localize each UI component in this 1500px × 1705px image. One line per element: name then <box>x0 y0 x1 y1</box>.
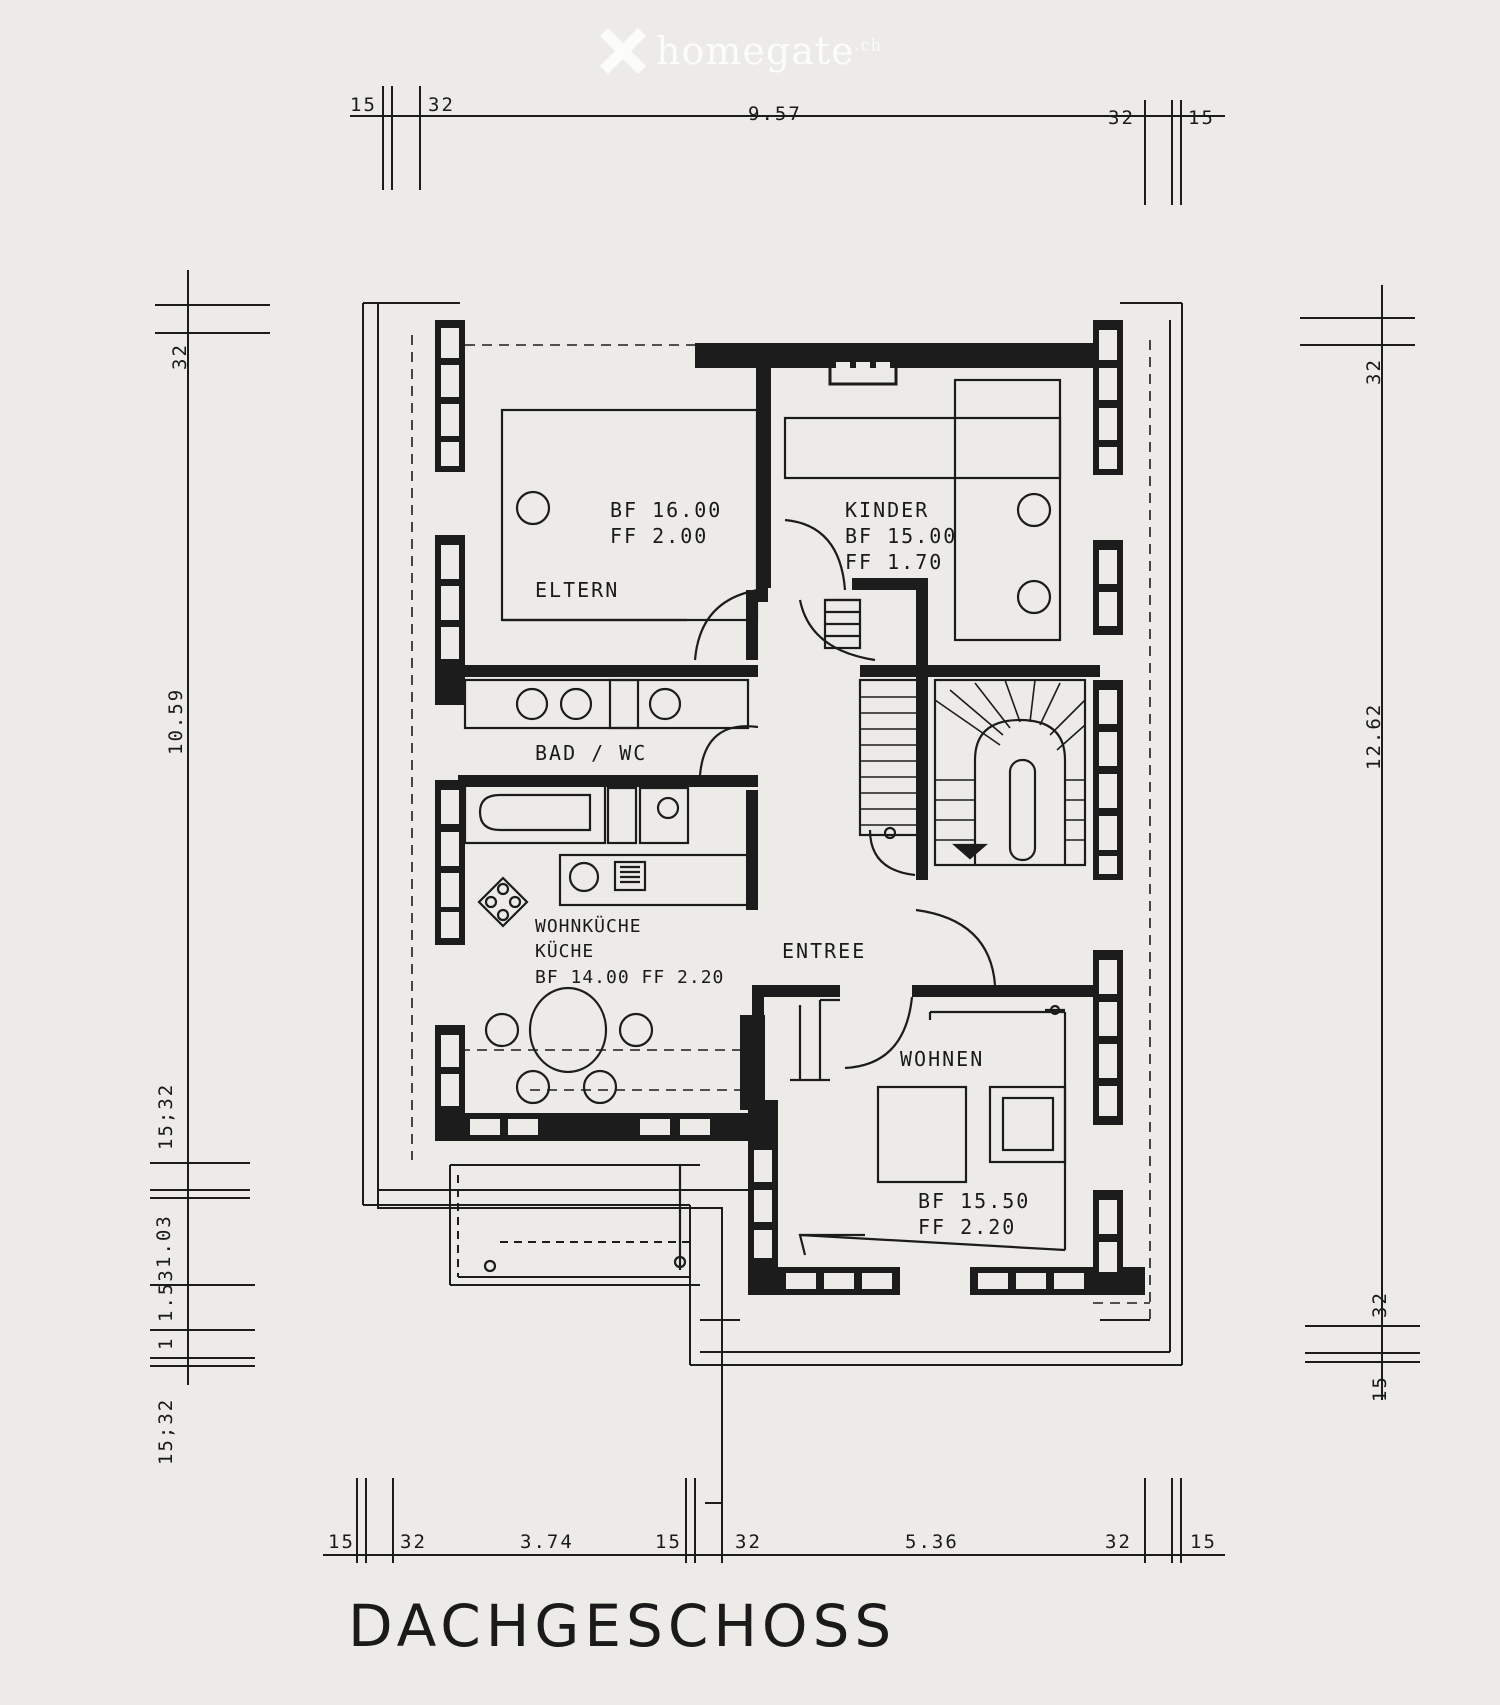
dim-bottom-0: 15 <box>328 1531 355 1553</box>
dim-left-2: 15;32 <box>155 1083 177 1150</box>
dim-bottom-2: 3.74 <box>520 1531 574 1553</box>
dim-left-1: 10.59 <box>165 688 187 755</box>
walls <box>435 320 1145 1295</box>
bottom-dimension-chain <box>323 1478 1225 1563</box>
dim-right-1: 12.62 <box>1363 703 1385 770</box>
kinder-ff: FF 1.70 <box>845 550 943 574</box>
eltern-label: ELTERN <box>535 578 619 602</box>
eltern-bf: BF 16.00 <box>610 498 722 522</box>
dim-left-0: 32 <box>169 343 191 370</box>
watermark: homegate.ch <box>600 28 882 74</box>
room-labels: BF 16.00 FF 2.00 ELTERN KINDER BF 15.00 … <box>535 498 1030 1239</box>
dim-bottom-4: 32 <box>735 1531 762 1553</box>
eltern-ff: FF 2.00 <box>610 524 708 548</box>
top-dimension-chain <box>350 86 1225 205</box>
kueche-label-2: KÜCHE <box>535 940 594 962</box>
entree-label: ENTREE <box>782 939 866 963</box>
kueche-label-1: WOHNKÜCHE <box>535 915 642 937</box>
kueche-bf-ff: BF 14.00 FF 2.20 <box>535 967 724 988</box>
right-dimension-chain <box>1300 285 1420 1400</box>
wohnen-bf: BF 15.50 <box>918 1189 1030 1213</box>
furniture <box>463 378 1087 1273</box>
dim-bottom-7: 15 <box>1190 1531 1217 1553</box>
dim-top-0: 15 <box>350 94 377 116</box>
dim-left-5: 1 <box>155 1337 177 1350</box>
bad-label: BAD / WC <box>535 741 647 765</box>
dim-right-3: 15 <box>1369 1375 1391 1402</box>
wohnen-label: WOHNEN <box>900 1047 984 1071</box>
dashed-lines <box>411 335 1151 1320</box>
dim-top-1: 32 <box>428 94 455 116</box>
roof-outline <box>362 302 1183 1504</box>
wall-hatching <box>441 328 1117 1289</box>
dim-left-4: 1.53 <box>155 1268 177 1322</box>
dim-bottom-3: 15 <box>655 1531 682 1553</box>
dim-left-3: 1.03 <box>153 1214 175 1268</box>
kinder-label: KINDER <box>845 498 929 522</box>
dim-top-4: 15 <box>1188 107 1215 129</box>
kinder-bf: BF 15.00 <box>845 524 957 548</box>
watermark-text: homegate.ch <box>656 29 882 73</box>
dim-bottom-5: 5.36 <box>905 1531 959 1553</box>
dim-bottom-6: 32 <box>1105 1531 1132 1553</box>
left-dimension-chain <box>150 270 270 1385</box>
window-head <box>828 356 898 386</box>
floor-title: DACHGESCHOSS <box>348 1592 897 1660</box>
dim-top-2: 9.57 <box>748 103 802 125</box>
dim-right-2: 32 <box>1369 1291 1391 1318</box>
dim-bottom-1: 32 <box>400 1531 427 1553</box>
dim-left-6: 15;32 <box>155 1398 177 1465</box>
dim-top-3: 32 <box>1108 107 1135 129</box>
dimension-labels: 15 32 9.57 32 15 15 32 3.74 15 32 5.36 3… <box>153 94 1391 1553</box>
wohnen-ff: FF 2.20 <box>918 1215 1016 1239</box>
dim-right-0: 32 <box>1363 358 1385 385</box>
homegate-logo-icon <box>600 28 646 74</box>
